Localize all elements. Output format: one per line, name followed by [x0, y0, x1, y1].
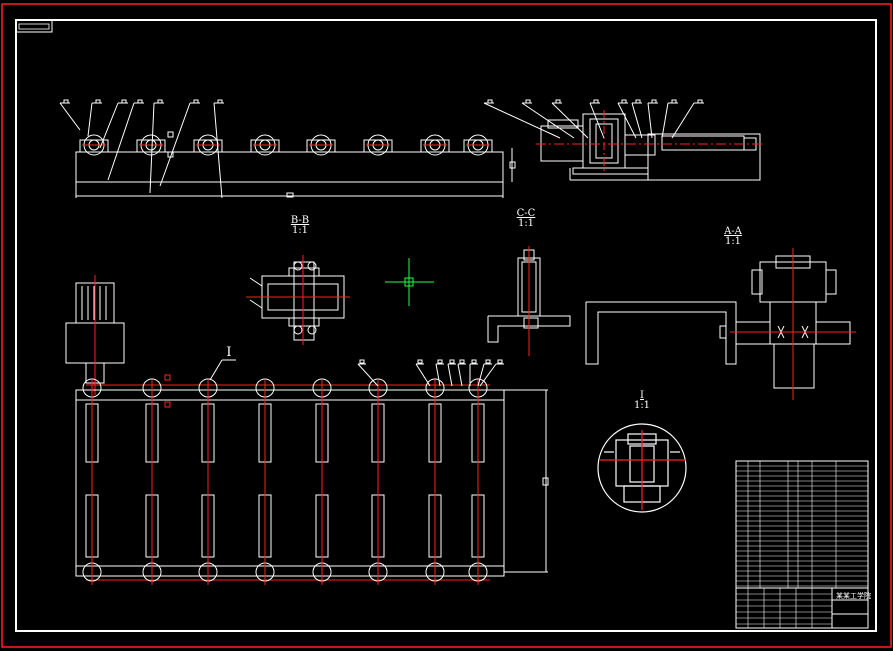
front-roller-bearing: [363, 139, 393, 153]
detail-i-name: I: [640, 390, 644, 401]
section-aa-scale: 1:1: [724, 236, 742, 247]
drive-leader-line: [589, 102, 605, 139]
drive-leader-tag: [593, 99, 599, 104]
section-aa-name: A-A: [724, 226, 742, 237]
plan-leader-line: [479, 363, 497, 387]
plan-leader-tag: [359, 359, 365, 364]
detail-callout-leader: [209, 359, 236, 381]
front-leader-line: [149, 102, 155, 194]
section-aa-view: [730, 248, 856, 400]
plan-leader-tag: [471, 359, 477, 364]
detail-i-scale: 1:1: [633, 400, 651, 411]
front-leader-line: [107, 102, 135, 181]
drive-leader-tag: [621, 99, 627, 104]
motor-plan-view: [65, 275, 125, 395]
crosshair-cursor: [385, 258, 434, 306]
drive-leader-line: [521, 102, 575, 139]
drive-leader-line: [671, 102, 695, 139]
front-leader-tag: [95, 99, 101, 104]
plan-leader-line: [457, 363, 463, 387]
drive-leader-tag: [697, 99, 703, 104]
detail-callout-label: I: [226, 345, 232, 360]
front-roller-bearing: [79, 139, 109, 153]
front-leader-tag: [193, 99, 199, 104]
drive-leader-line: [631, 102, 643, 139]
plan-leader-line: [477, 363, 485, 387]
section-bb-view: [246, 255, 350, 345]
section-bb-scale: 1:1: [291, 225, 309, 236]
detail-i-label: I 1:1: [628, 391, 656, 411]
front-roller-bearing: [463, 139, 493, 153]
plan-leader-tag: [459, 359, 465, 364]
plan-leader-tag: [485, 359, 491, 364]
front-roller-bearing: [420, 139, 450, 153]
front-leader-tag: [63, 99, 69, 104]
drive-unit-side-view: [483, 99, 765, 181]
drive-leader-line: [617, 102, 637, 139]
front-leader-line: [99, 102, 119, 149]
front-leader-tag: [137, 99, 143, 104]
drive-leader-line: [483, 102, 561, 139]
plan-leader-tag: [497, 359, 503, 364]
plan-leader-tag: [417, 359, 423, 364]
plan-view-conveyor: [75, 359, 549, 585]
front-roller-bearing: [250, 139, 280, 153]
drawing-frame: [1, 3, 892, 648]
front-roller-bearing: [306, 139, 336, 153]
plan-leader-line: [415, 363, 431, 387]
detail-i-view: [597, 423, 687, 513]
plan-leader-line: [447, 363, 453, 387]
plan-leader-line: [357, 363, 379, 387]
plan-leader-tag: [449, 359, 455, 364]
front-leader-line: [159, 102, 191, 187]
front-leader-tag: [157, 99, 163, 104]
front-view-roller-conveyor: [59, 99, 516, 199]
plan-leader-tag: [437, 359, 443, 364]
drive-leader-tag: [635, 99, 641, 104]
drive-leader-tag: [525, 99, 531, 104]
section-bb-label: B-B 1:1: [287, 216, 313, 236]
front-roller-bearing: [136, 139, 166, 153]
drive-leader-line: [551, 102, 589, 139]
drive-leader-tag: [487, 99, 493, 104]
front-leader-tag: [121, 99, 127, 104]
section-cc-name: C-C: [516, 208, 536, 219]
section-cc-label: C-C 1:1: [513, 209, 539, 229]
parts-list-table: [735, 460, 869, 629]
drive-leader-tag: [555, 99, 561, 104]
drive-leader-line: [647, 102, 653, 139]
section-cc-view: [487, 246, 571, 356]
front-leader-tag: [217, 99, 223, 104]
drive-leader-line: [661, 102, 669, 139]
drive-leader-tag: [651, 99, 657, 104]
section-aa-label: A-A 1:1: [719, 227, 747, 247]
plan-leader-line: [435, 363, 441, 387]
front-leader-line: [213, 102, 223, 199]
front-leader-line: [87, 102, 93, 137]
title-block-school: 某某工学院: [836, 592, 871, 600]
drive-leader-tag: [671, 99, 677, 104]
front-sensor: [167, 131, 174, 138]
channel-profile: [585, 301, 737, 365]
front-roller-bearing: [193, 139, 223, 153]
section-cc-scale: 1:1: [517, 218, 535, 229]
section-bb-name: B-B: [290, 215, 310, 226]
front-leader-line: [59, 102, 81, 131]
